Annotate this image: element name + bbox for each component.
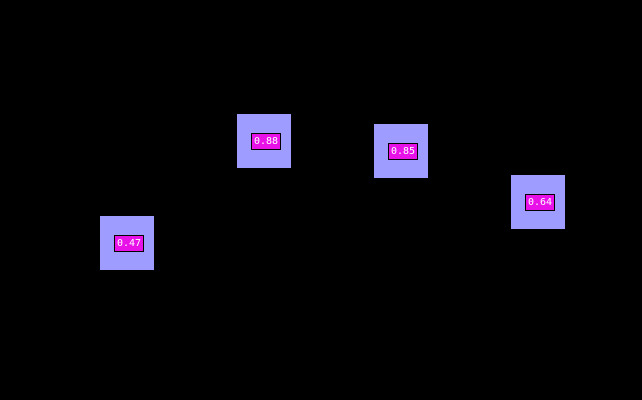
value-tile[interactable]: 0.88 <box>237 114 291 168</box>
tile-value-label: 0.85 <box>388 143 418 160</box>
value-tile[interactable]: 0.64 <box>511 175 565 229</box>
tile-value-label: 0.64 <box>525 194 555 211</box>
tile-value-label: 0.88 <box>251 133 281 150</box>
value-tile[interactable]: 0.85 <box>374 124 428 178</box>
tile-value-label: 0.47 <box>114 235 144 252</box>
value-tile[interactable]: 0.47 <box>100 216 154 270</box>
